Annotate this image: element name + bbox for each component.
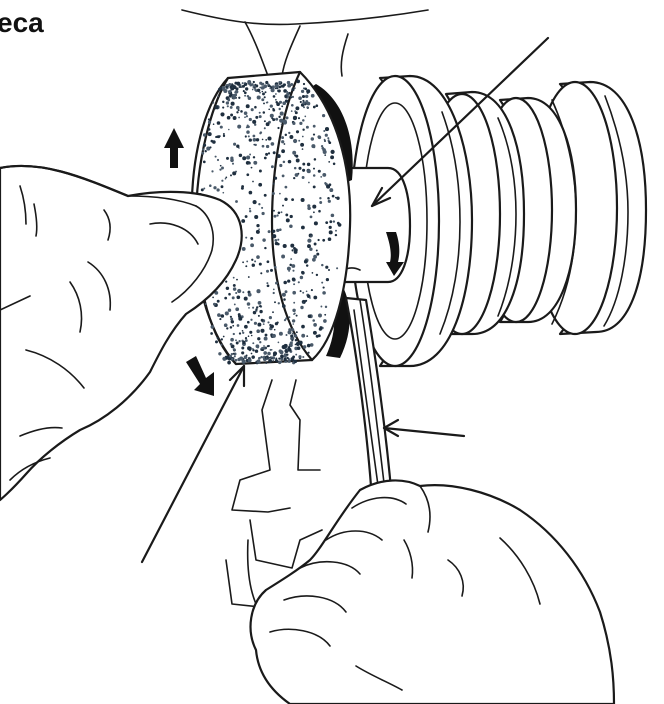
hand-right	[251, 480, 614, 704]
pointer-arrow-wheel	[142, 366, 244, 562]
hand-left	[0, 166, 242, 500]
arrow-down-right-icon	[186, 356, 214, 396]
arrow-up-icon	[164, 128, 184, 168]
pointer-arrow-tool	[384, 420, 464, 436]
